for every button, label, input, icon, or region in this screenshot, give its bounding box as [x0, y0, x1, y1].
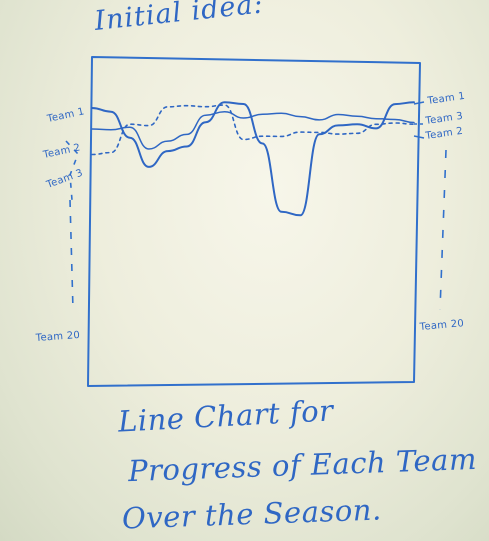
left-guide-bottom	[69, 199, 74, 311]
series-layer	[91, 101, 415, 217]
caption-line-3: Over the Season.	[121, 492, 383, 536]
series-line-team-1	[91, 101, 415, 217]
right-connector-1	[413, 101, 425, 105]
chart-frame	[87, 56, 421, 387]
right-label-team3: Team 3	[424, 111, 464, 127]
series-line-team-3	[91, 104, 415, 156]
left-label-team20: Team 20	[34, 330, 80, 344]
series-line-team-2	[91, 110, 415, 150]
right-connector-2	[413, 135, 425, 139]
left-label-team1: Team 1	[45, 106, 85, 125]
right-label-team2: Team 2	[424, 126, 464, 142]
left-label-team2: Team 2	[41, 142, 81, 161]
left-guide-top	[65, 140, 79, 201]
right-label-team20: Team 20	[418, 318, 464, 333]
right-label-team1: Team 1	[426, 91, 466, 107]
left-label-team3: Team 3	[44, 168, 84, 192]
right-guide	[439, 149, 447, 311]
